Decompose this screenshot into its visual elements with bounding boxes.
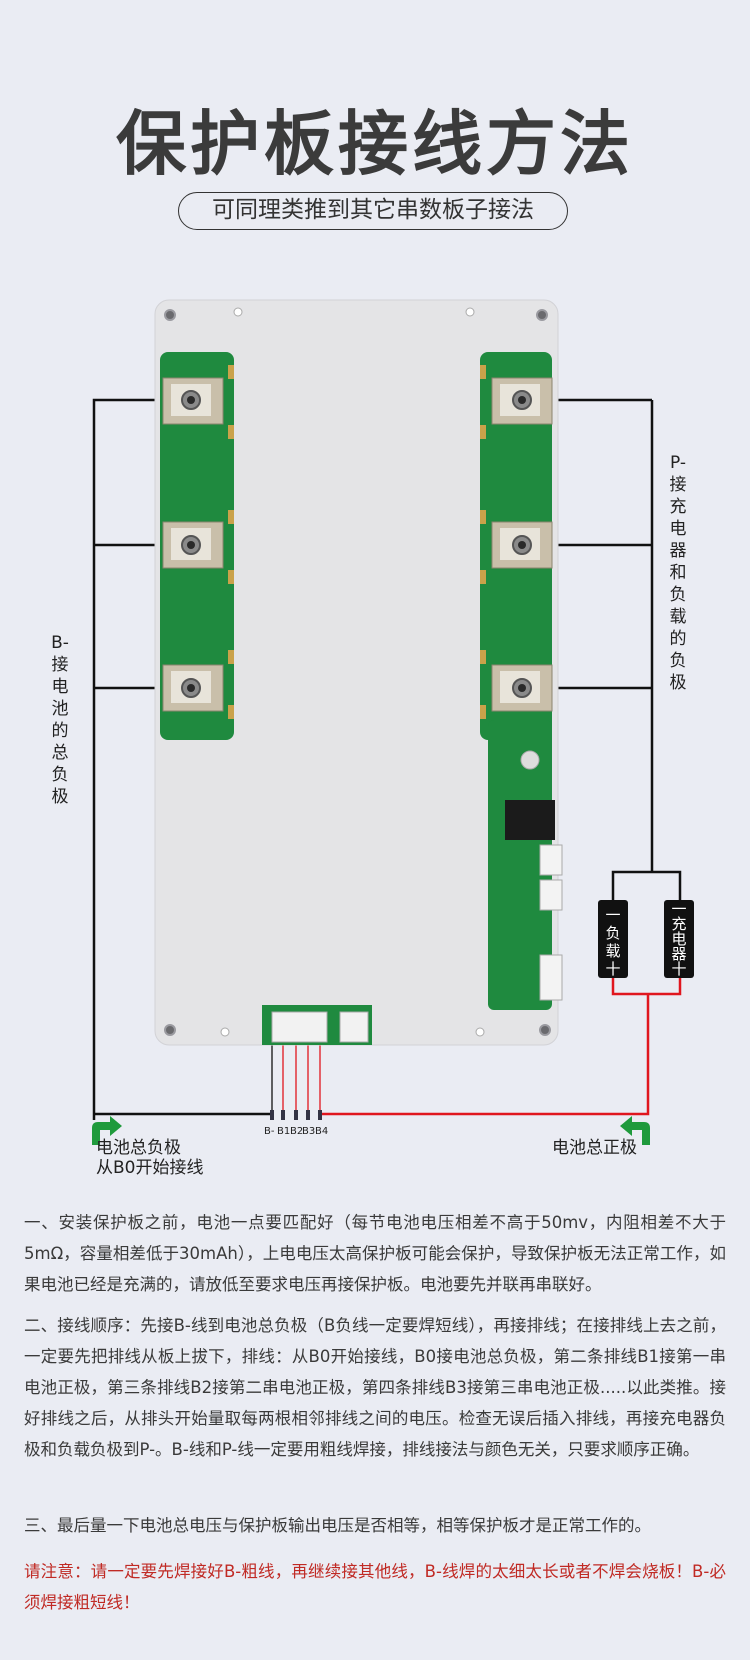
instruction-step-1: 一、安装保护板之前，电池一点要匹配好（每节电池电压相差不高于50mv，内阻相差不… xyxy=(24,1213,726,1294)
wire-label-b4: B4 xyxy=(315,1126,329,1137)
wire-label-b3: B3 xyxy=(302,1126,316,1137)
load-plus: 十 xyxy=(605,960,621,978)
b-minus-wires xyxy=(92,398,270,1120)
arrow-corner-left-icon xyxy=(92,1116,122,1145)
load-name-2: 载 xyxy=(605,942,621,960)
load-terminal: 一 负 载 十 xyxy=(598,900,628,978)
p-minus-label: P-接充电器和负载的负极 xyxy=(669,453,687,693)
charger-terminal: 一 充 电 器 十 xyxy=(664,900,694,978)
battery-negative-line2: 从B0开始接线 xyxy=(96,1158,204,1178)
wire-label-b2: B2 xyxy=(290,1126,304,1137)
load-minus: 一 xyxy=(605,906,621,924)
wiring-diagram xyxy=(92,299,682,1145)
load-name-1: 负 xyxy=(605,924,621,942)
charger-name-2: 电 xyxy=(671,930,687,948)
charger-name-1: 充 xyxy=(671,915,687,933)
positive-wires xyxy=(320,978,682,1116)
page-title: 保护板接线方法 xyxy=(116,103,634,185)
instruction-step-3: 三、最后量一下电池总电压与保护板输出电压是否相等，相等保护板才是正常工作的。 xyxy=(24,1516,651,1535)
battery-negative-label: 电池总负极 从B0开始接线 xyxy=(96,1138,203,1178)
page-subtitle: 可同理类推到其它串数板子接法 xyxy=(178,192,568,230)
warning-note: 请注意：请一定要先焊接好B-粗线，再继续接其他线，B-线焊的太细太长或者不焊会烧… xyxy=(24,1562,726,1612)
charger-name-3: 器 xyxy=(671,945,687,963)
charger-plus: 十 xyxy=(671,960,687,978)
instruction-step-2: 二、接线顺序：先接B-线到电池总负极（B负线一定要焊短线），再接排线；在接排线上… xyxy=(24,1316,726,1459)
balance-terminal-pins xyxy=(270,1110,322,1120)
wire-label-b-minus: B- xyxy=(264,1126,275,1137)
balance-wires xyxy=(271,1035,321,1116)
protection-board xyxy=(154,299,563,1046)
battery-positive-label: 电池总正极 xyxy=(552,1138,637,1158)
p-minus-wires xyxy=(545,398,682,900)
charger-minus: 一 xyxy=(671,900,687,918)
bolt-terminal-icon xyxy=(162,377,553,712)
arrow-corner-right-icon xyxy=(620,1116,650,1145)
battery-negative-line1: 电池总负极 xyxy=(96,1138,181,1158)
wire-label-b1: B1 xyxy=(277,1126,291,1137)
b-minus-label: B-接电池的总负极 xyxy=(51,633,69,807)
